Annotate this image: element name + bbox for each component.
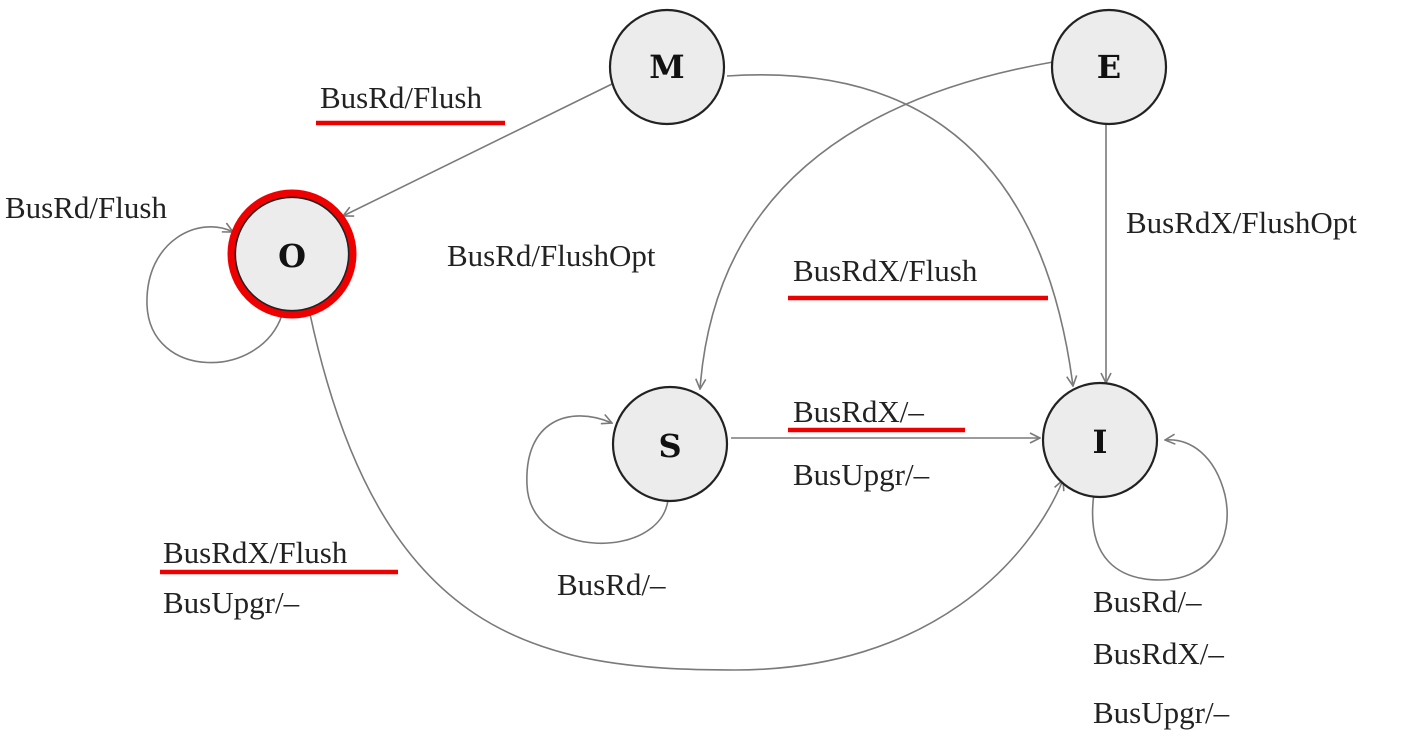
label-o-self: BusRd/Flush [5,190,167,225]
state-m-label: M [649,48,684,86]
label-e-to-s: BusRd/FlushOpt [447,238,656,273]
state-o-label: O [278,237,306,275]
edge-e-to-s [700,61,1054,389]
state-i-label: I [1093,423,1108,461]
label-m-to-o: BusRd/Flush [320,80,482,115]
state-o: O [233,195,351,313]
edge-o-self-loop [146,227,283,364]
label-s-self: BusRd/– [557,567,666,602]
edge-m-to-i [726,74,1073,386]
label-i-self-busrd: BusRd/– [1093,584,1202,619]
label-e-to-i: BusRdX/FlushOpt [1126,205,1357,240]
highlight-ring-o [227,189,357,319]
state-e-label: E [1097,48,1121,86]
edge-s-self-loop [526,416,669,545]
edge-i-self-loop [1091,440,1228,581]
label-o-to-i-busupgr: BusUpgr/– [163,585,300,620]
state-s: S [611,385,729,503]
label-s-to-i-busupgr: BusUpgr/– [793,457,930,492]
label-m-to-i: BusRdX/Flush [793,253,978,288]
state-s-label: S [658,427,681,465]
state-m: M [608,8,726,126]
label-i-self-busrdx: BusRdX/– [1093,636,1224,671]
state-i: I [1041,381,1159,499]
label-o-to-i-busrdx: BusRdX/Flush [163,535,348,570]
edge-m-to-o [343,83,613,216]
edge-o-to-i [309,313,1063,671]
label-s-to-i-busrdx: BusRdX/– [793,394,924,429]
label-i-self-busupgr: BusUpgr/– [1093,695,1230,730]
state-e: E [1050,8,1168,126]
